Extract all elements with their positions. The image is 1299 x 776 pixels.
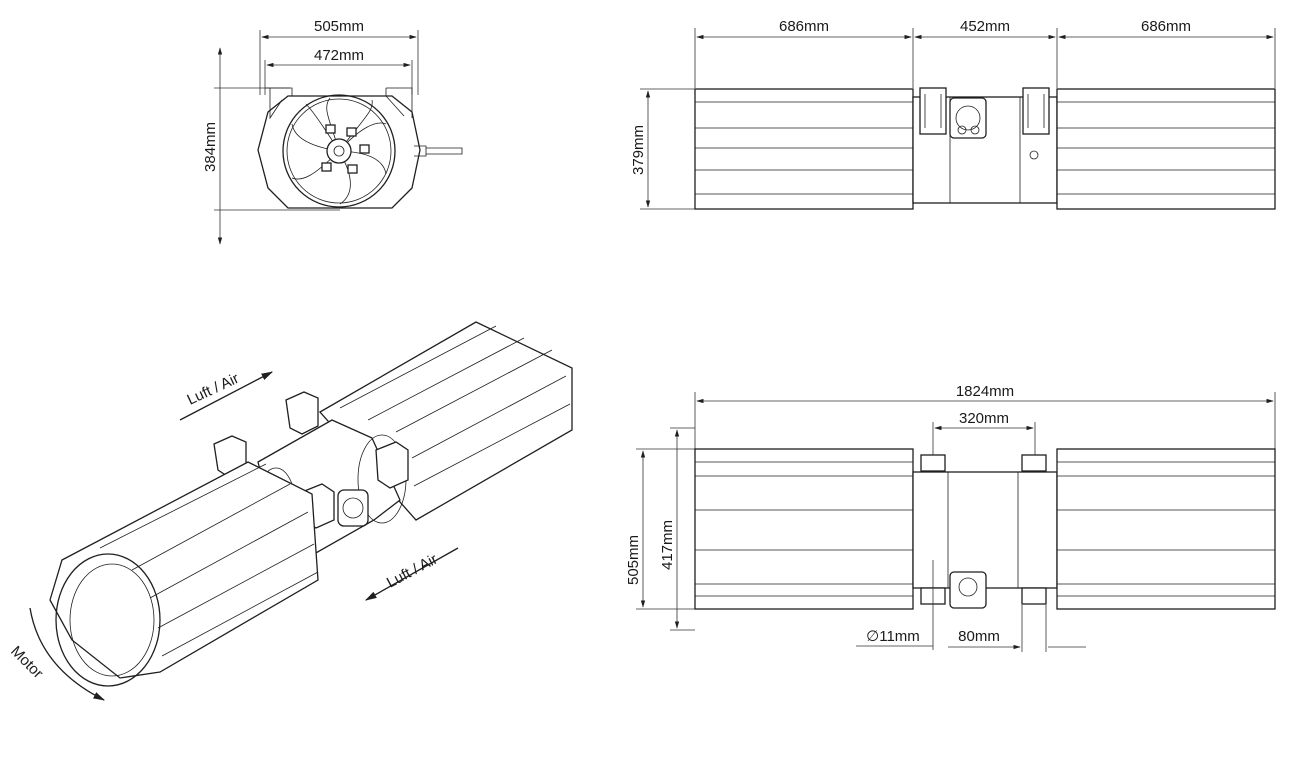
iso-bracket-3	[375, 441, 409, 489]
iso-airflow-arrow-bottom	[364, 547, 459, 601]
side-bracket-right	[1022, 87, 1050, 135]
top-view: 1824mm 320mm 505mm 417mm	[625, 383, 1276, 652]
top-inner-height-label: 417mm	[659, 520, 676, 570]
front-outer-width-label: 505mm	[314, 18, 364, 35]
iso-near-silencer	[49, 461, 319, 687]
iso-motor-label: Motor	[7, 643, 46, 682]
top-fan-duct	[912, 454, 1058, 609]
iso-airflow-label-bottom: Luft / Air	[384, 551, 441, 592]
side-left-silencer	[694, 88, 914, 210]
cable-gland	[414, 145, 463, 157]
side-height-label: 379mm	[630, 125, 647, 175]
motor-terminal-box	[949, 97, 987, 139]
front-height-label: 384mm	[202, 122, 219, 172]
iso-bracket-2	[285, 391, 319, 435]
top-terminal-box	[949, 571, 987, 609]
iso-terminal-box	[337, 489, 369, 527]
fan-hub	[326, 138, 352, 164]
top-outer-height-label: 505mm	[625, 535, 642, 585]
front-view: 505mm 472mm 384mm	[202, 18, 463, 245]
side-right-silencer	[1056, 88, 1276, 210]
hole-diameter-label: ∅11mm	[866, 628, 920, 645]
side-view: 686mm 452mm 686mm 379mm	[630, 18, 1276, 210]
isometric-view: Luft / Air Luft / Air Motor	[7, 321, 573, 701]
top-left-silencer	[694, 448, 914, 610]
front-bracket-left	[265, 87, 293, 120]
side-middle-label: 452mm	[960, 18, 1010, 35]
top-bracket-right-upper	[1021, 454, 1047, 472]
side-fan-duct	[912, 87, 1058, 204]
side-right-label: 686mm	[1141, 18, 1191, 35]
iso-inlet-opening	[55, 553, 161, 687]
side-bracket-left	[919, 87, 947, 135]
top-bracket-spacing-label: 320mm	[959, 410, 1009, 427]
bracket-width-label: 80mm	[958, 628, 1000, 645]
iso-airflow-arrow-top	[179, 371, 274, 421]
iso-motor-rotation-arrow	[29, 607, 106, 701]
top-bracket-right-lower	[1021, 587, 1047, 605]
top-right-silencer	[1056, 448, 1276, 610]
fan-housing-outline	[257, 95, 421, 209]
fan-ring	[282, 94, 396, 208]
top-bracket-left-upper	[920, 454, 946, 472]
front-inner-width-label: 472mm	[314, 47, 364, 64]
top-total-length-label: 1824mm	[956, 383, 1014, 400]
front-bracket-right	[385, 87, 413, 118]
side-left-label: 686mm	[779, 18, 829, 35]
